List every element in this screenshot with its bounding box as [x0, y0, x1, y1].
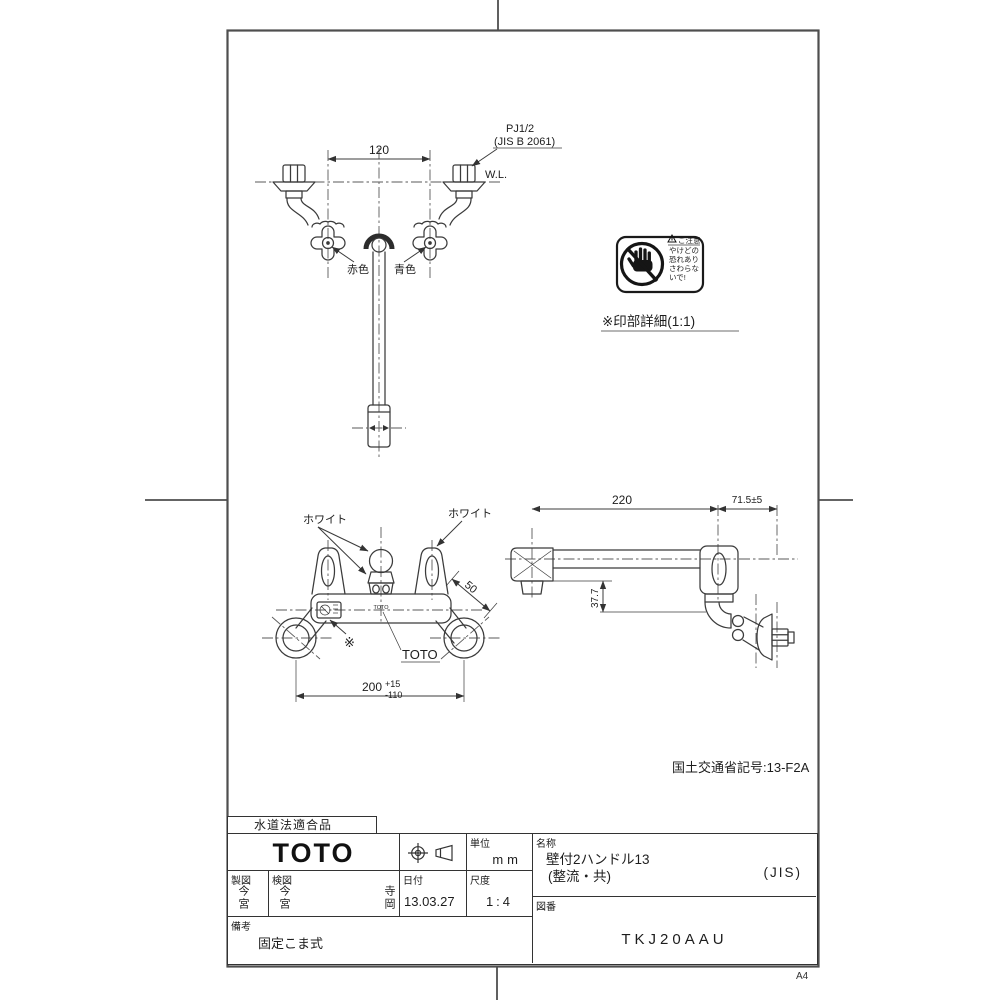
asterisk-text: ※ [344, 635, 355, 650]
unit-cell: 単位 mm [467, 834, 533, 871]
third-angle-projection-icon [408, 843, 453, 863]
checker-label: 検図 [272, 876, 292, 887]
drawing-number: TKJ20AAU [621, 931, 728, 948]
unit-label: 単位 [470, 839, 490, 850]
dim-120: 120 [327, 143, 431, 163]
drawing-number-cell: 図番 TKJ20AAU [533, 897, 816, 963]
caution-line1: やけどの [669, 246, 699, 255]
body-caution-sticker [316, 601, 342, 619]
cold-handle [412, 220, 448, 261]
caution-title-text: ご注意 [678, 235, 701, 245]
thread-callout: PJ1/2 (JIS B 2061) [471, 123, 562, 167]
wall-flanges [275, 607, 485, 659]
drafter-cell: 製図 今宮 [228, 871, 269, 917]
drafter-name: 今宮 [237, 885, 249, 911]
white-callout-left: ホワイト [303, 513, 369, 575]
dim-200-text: 200 [362, 680, 382, 694]
white-left-text: ホワイト [303, 513, 347, 526]
detail-caption-text: ※印部詳細(1:1) [602, 314, 695, 329]
dim-200-tol-lower: -110 [385, 690, 402, 700]
side-view: 220 71.5±5 37.7 [505, 493, 798, 668]
cold-color-text: 青色 [394, 262, 416, 276]
spout-joint [367, 548, 395, 595]
name-cell: 名称 壁付2ハンドル13 (整流・共) (JIS) [533, 834, 816, 897]
side-body [699, 545, 795, 661]
dim-200-tol-upper: +15 [385, 679, 400, 689]
date-label: 日付 [403, 876, 423, 887]
dim-120-text: 120 [369, 143, 389, 157]
product-name-sub: (整流・共) [548, 869, 611, 884]
paper-size-label: A4 [796, 971, 809, 982]
scale-label: 尺度 [470, 876, 490, 887]
drafter-label: 製図 [231, 876, 251, 887]
color-labels: 赤色 青色 [331, 246, 427, 276]
title-block: TOTO 単位 mm 名称 壁付2ハンドル13 (整流・共) (JIS) 製図 … [227, 833, 818, 965]
date-cell: 日付 13.03.27 [400, 871, 467, 917]
warning-triangle-icon [667, 233, 677, 243]
installation-view: 120 PJ1/2 (JIS B 2061) W.L. 赤色 青色 [255, 123, 562, 458]
right-supply-connection [438, 164, 486, 226]
dim-37-7: 37.7 [540, 580, 706, 613]
remarks-label: 備考 [231, 922, 251, 933]
date-value: 13.03.27 [404, 894, 455, 909]
compliance-tab: 水道法適合品 [227, 816, 377, 833]
remarks-value: 固定こま式 [258, 936, 324, 951]
checker-name2: 寺岡 [383, 885, 395, 911]
dim-71-5: 71.5±5 [717, 495, 778, 513]
brand-mark-text: TOTO [402, 647, 438, 662]
left-supply-connection [272, 164, 320, 226]
thread-standard-text: (JIS B 2061) [494, 136, 555, 148]
right-handle [414, 547, 449, 595]
caution-line4: いで! [669, 273, 686, 282]
spout-outlet [510, 547, 554, 595]
dim-220-text: 220 [612, 493, 632, 507]
checker-cell: 検図 今宮 寺岡 [269, 871, 400, 917]
wall-line-text: W.L. [485, 169, 507, 181]
brand-mark-small-text: TOTO [373, 605, 389, 611]
no-touch-icon [619, 241, 665, 287]
caution-line2: 恐れあり [669, 255, 699, 264]
left-handle [311, 547, 346, 595]
spout-down-pipe [352, 233, 406, 448]
logo-cell: TOTO [228, 834, 400, 871]
warning-label-detail: ご注意 やけどの 恐れあり さわらな いで! ※印部詳細(1:1) [601, 233, 739, 332]
projection-symbol-cell [400, 834, 467, 871]
toto-logo: TOTO [272, 838, 355, 868]
dim-50: 50 [445, 570, 498, 619]
scale-cell: 尺度 1:4 [467, 871, 533, 917]
dim-50-text: 50 [462, 579, 479, 596]
dim-37-7-text: 37.7 [590, 588, 601, 608]
white-callout-right: ホワイト [436, 507, 492, 547]
sheet-frame [145, 0, 853, 1000]
scale-value: 1:4 [485, 894, 514, 909]
remarks-cell: 備考 固定こま式 [228, 917, 533, 963]
hot-color-text: 赤色 [347, 262, 369, 276]
dim-200: 200 +15 -110 [295, 660, 465, 702]
thread-size-text: PJ1/2 [506, 123, 534, 135]
name-label: 名称 [536, 839, 556, 850]
caution-line3: さわらな [669, 264, 699, 273]
checker-name: 今宮 [278, 885, 290, 911]
dim-71-5-text: 71.5±5 [732, 495, 763, 506]
white-right-text: ホワイト [448, 507, 492, 520]
drawing-number-label: 図番 [536, 902, 556, 913]
ministry-code-text: 国土交通省記号:13-F2A [672, 760, 810, 775]
unit-value: mm [492, 852, 522, 867]
product-standard: (JIS) [763, 865, 802, 880]
warning-text-block: ご注意 やけどの 恐れあり さわらな いで! [667, 233, 701, 282]
front-view: ※ TOTO TOTO ホワイト ホワイト 50 200 +15 [262, 507, 500, 702]
dim-220: 220 [531, 493, 719, 513]
product-name: 壁付2ハンドル13 [546, 852, 650, 867]
